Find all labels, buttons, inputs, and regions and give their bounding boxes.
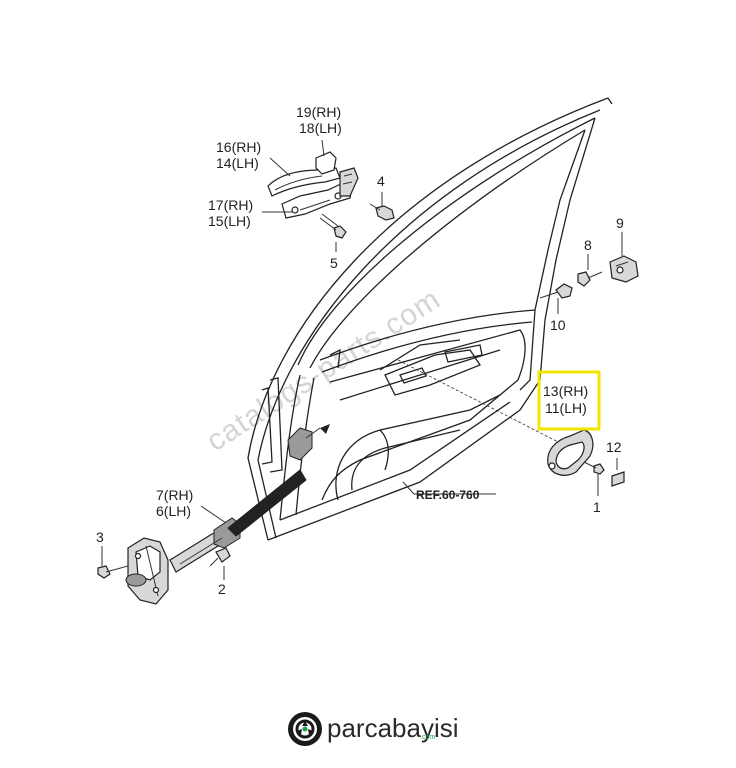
label-14-lh: 14(LH) bbox=[216, 155, 259, 171]
label-17-rh: 17(RH) bbox=[208, 197, 253, 213]
bolt-4 bbox=[369, 203, 395, 221]
bolt-10 bbox=[539, 283, 573, 299]
label-9: 9 bbox=[616, 215, 624, 231]
ref-label: REF.60-760 bbox=[416, 488, 480, 502]
label-4: 4 bbox=[377, 173, 385, 189]
screw-1 bbox=[583, 461, 605, 475]
label-11-lh: 11(LH) bbox=[545, 400, 587, 416]
label-7-rh: 7(RH) bbox=[156, 487, 193, 503]
parcabayisi-logo-text: parcabayisi bbox=[327, 713, 459, 743]
handle-cover-cap bbox=[315, 151, 359, 197]
label-3: 3 bbox=[96, 529, 104, 545]
door-check bbox=[169, 424, 330, 573]
parcabayisi-logo-suffix: .com bbox=[420, 734, 436, 741]
label-13-rh: 13(RH) bbox=[543, 383, 588, 399]
label-2: 2 bbox=[218, 581, 226, 597]
label-19-rh: 19(RH) bbox=[296, 104, 341, 120]
label-12: 12 bbox=[606, 439, 622, 455]
highlight-box bbox=[537, 370, 601, 431]
label-15-lh: 15(LH) bbox=[208, 213, 251, 229]
front-door-outline bbox=[247, 97, 613, 541]
label-18-lh: 18(LH) bbox=[299, 120, 342, 136]
bolt-3 bbox=[97, 565, 129, 579]
label-16-rh: 16(RH) bbox=[216, 139, 261, 155]
label-6-lh: 6(LH) bbox=[156, 503, 191, 519]
door-hinge bbox=[125, 537, 169, 605]
bolt-8 bbox=[577, 271, 603, 287]
bolt-5 bbox=[319, 213, 347, 239]
leader-lines bbox=[101, 139, 623, 580]
cap-12 bbox=[611, 471, 625, 487]
bracket-9 bbox=[609, 255, 639, 283]
label-5: 5 bbox=[330, 255, 338, 271]
label-1: 1 bbox=[593, 499, 601, 515]
label-8: 8 bbox=[584, 237, 592, 253]
label-10: 10 bbox=[550, 317, 566, 333]
bolt-2 bbox=[209, 547, 231, 567]
inside-handle bbox=[547, 429, 594, 476]
parcabayisi-logo-icon bbox=[288, 712, 322, 746]
